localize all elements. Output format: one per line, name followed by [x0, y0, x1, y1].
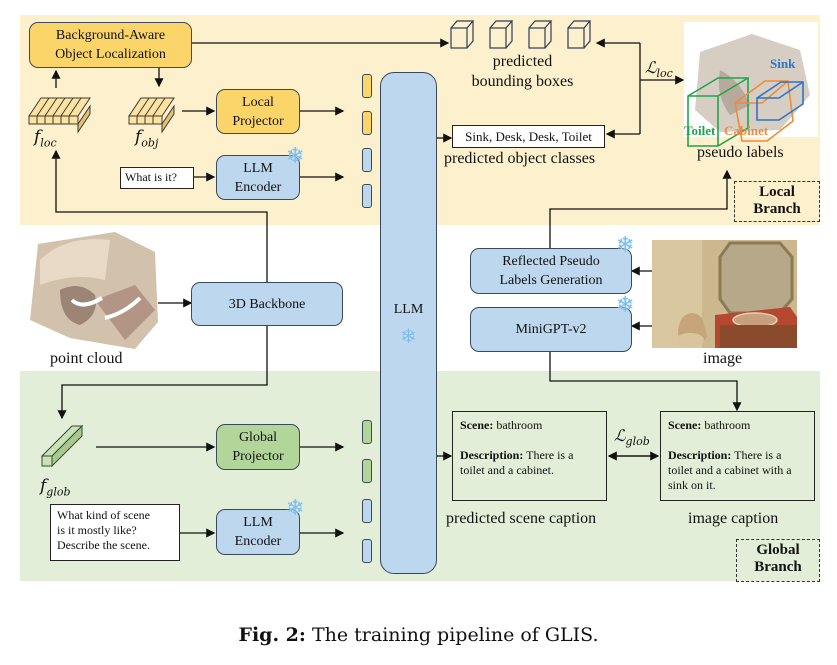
llm-label: LLM	[393, 301, 424, 317]
cube-icon	[450, 20, 475, 49]
floc-feature-icon	[28, 97, 91, 134]
local-text-token	[362, 148, 372, 172]
global-text-token	[362, 539, 372, 563]
point-cloud-label: point cloud	[50, 350, 123, 367]
local-text-token	[362, 184, 372, 208]
snowflake-icon: ❄	[286, 143, 305, 168]
cube-icon	[567, 20, 592, 49]
bounding-box-cubes	[450, 20, 592, 49]
figure-caption-text: The training pipeline of GLIS.	[311, 624, 599, 646]
local-visual-token	[362, 74, 372, 98]
local-projector-line1: Local	[242, 94, 274, 110]
snowflake-icon: ❄	[616, 292, 635, 317]
llm-block: LLM ❄	[380, 72, 437, 574]
arrow-minigpt-to-caption	[549, 351, 742, 412]
local-prompt-text: What is it?	[125, 170, 177, 184]
figure-number: Fig. 2:	[238, 624, 306, 646]
localization-line1: Background-Aware	[55, 28, 166, 43]
floc-label: floc	[34, 127, 57, 150]
predicted-scene-caption-label: predicted scene caption	[446, 510, 597, 527]
3d-backbone-box: 3D Backbone	[191, 282, 343, 326]
cube-icon	[489, 20, 514, 49]
snowflake-icon: ❄	[400, 325, 417, 348]
image-caption-label: image caption	[688, 510, 779, 527]
loss-glob-label: ℒglob	[614, 426, 650, 449]
point-cloud-image	[30, 232, 158, 349]
tag-toilet: Toilet	[684, 123, 716, 138]
predicted-scene-caption-box: Scene: bathroom Description: There is a …	[452, 411, 607, 501]
predicted-classes-label: predicted object classes	[444, 150, 596, 167]
arrow-backbone-to-floc	[51, 149, 268, 282]
fobj-feature-icon	[128, 97, 175, 134]
snowflake-icon: ❄	[616, 232, 635, 257]
snowflake-icon: ❄	[286, 495, 305, 520]
pseudo-labels-label: pseudo labels	[697, 144, 784, 161]
fobj-label: fobj	[135, 127, 159, 150]
fglob-feature-icon	[40, 424, 84, 468]
local-projector-line2: Projector	[232, 113, 284, 129]
local-prompt-box: What is it?	[120, 167, 194, 189]
pseudo-labels-image	[684, 22, 818, 147]
predicted-classes-box: Sink, Desk, Desk, Toilet	[452, 125, 605, 148]
local-visual-token	[362, 111, 372, 135]
minigpt-v2-box: MiniGPT-v2	[470, 307, 632, 352]
tag-cabinet: Cabinet	[724, 123, 769, 138]
tag-sink: Sink	[770, 56, 796, 71]
loss-loc-label: ℒloc	[645, 58, 673, 81]
cube-icon	[528, 20, 553, 49]
image-label: image	[703, 350, 743, 367]
global-text-token	[362, 499, 372, 523]
bathroom-image	[652, 240, 797, 348]
localization-line2: Object Localization	[55, 47, 166, 62]
image-caption-box: Scene: bathroom Description: There is a …	[660, 411, 815, 501]
arrow-reflected-to-pseudo	[549, 169, 732, 248]
figure-caption: Fig. 2: The training pipeline of GLIS.	[0, 624, 837, 646]
global-visual-token	[362, 459, 372, 483]
fglob-label: fglob	[40, 476, 71, 499]
arrow-backbone-to-fglob	[57, 325, 268, 420]
global-visual-token	[362, 420, 372, 444]
